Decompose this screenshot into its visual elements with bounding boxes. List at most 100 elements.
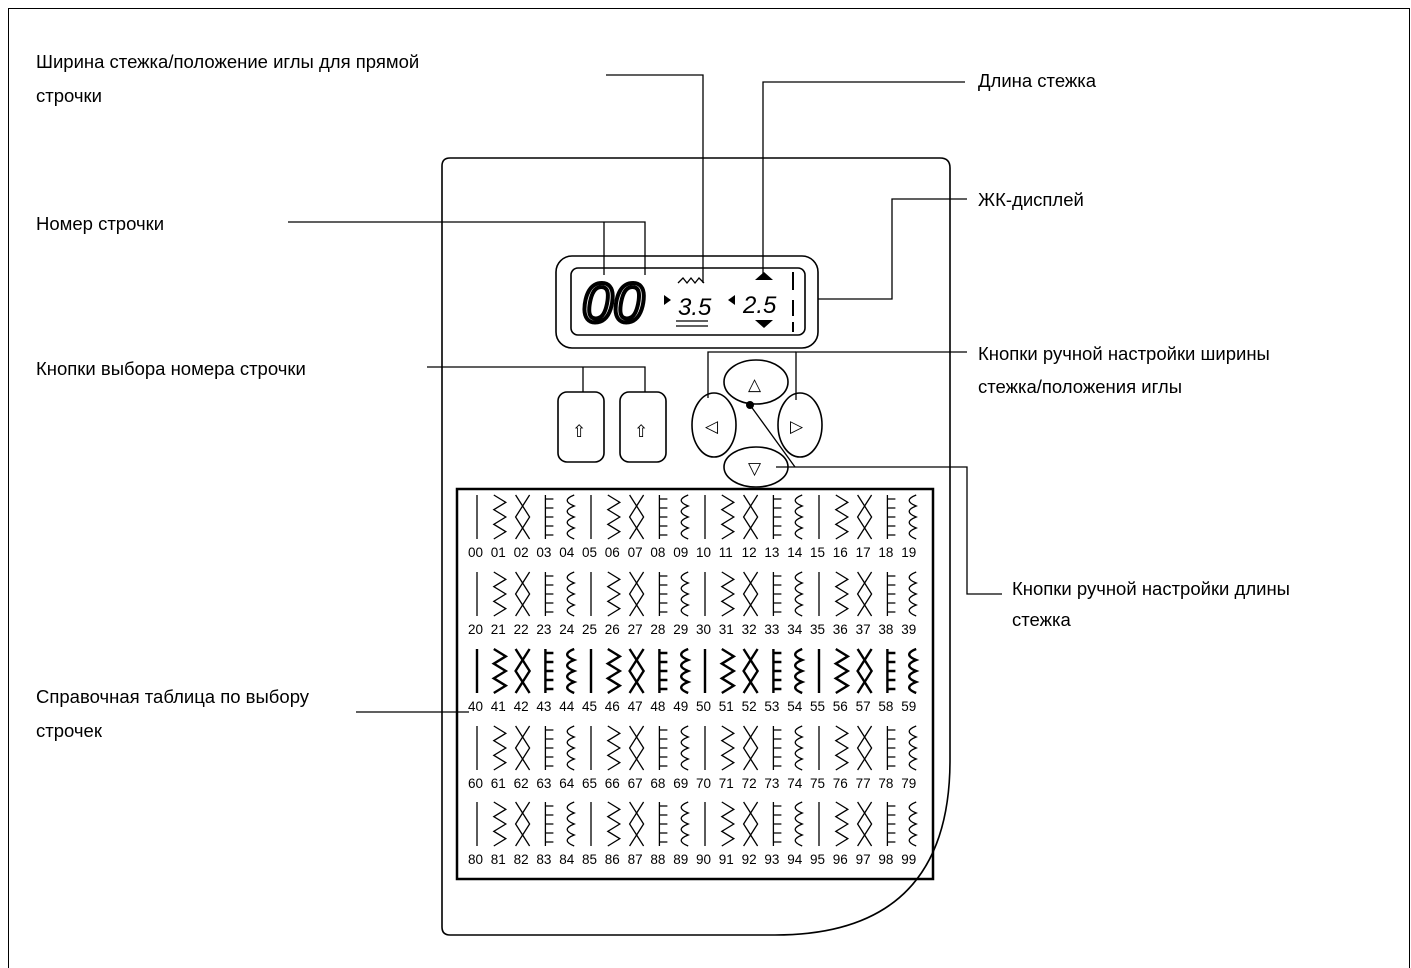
- stitch-pattern-glyph: [680, 801, 690, 847]
- stitch-pattern-glyph: [886, 649, 896, 693]
- stitch-number: 11: [719, 545, 733, 560]
- pattern-select-button-tens: [557, 391, 605, 463]
- label-stitch-width: Ширина стежка/положение иглы для прямой: [36, 51, 420, 72]
- stitch-number: 33: [764, 622, 779, 637]
- stitch-number: 78: [878, 776, 893, 791]
- stitch-number: 10: [696, 545, 711, 560]
- stitch-number: 90: [696, 852, 711, 867]
- stitch-number: 40: [468, 699, 483, 714]
- stitch-number: 15: [810, 545, 825, 560]
- stitch-pattern-glyph: [742, 725, 759, 771]
- label-lcd: ЖК-дисплей: [978, 189, 1084, 210]
- stitch-number: 52: [742, 699, 757, 714]
- stitch-number: 32: [742, 622, 757, 637]
- stitch-number: 02: [514, 545, 529, 560]
- label-pattern-number: Номер строчки: [36, 213, 165, 234]
- stitch-number: 86: [605, 852, 620, 867]
- stitch-number: 67: [628, 776, 643, 791]
- stitch-pattern-glyph: [833, 647, 851, 695]
- stitch-pattern-glyph: [605, 647, 623, 695]
- stitch-pattern-glyph: [606, 494, 622, 540]
- stitch-number: 28: [650, 622, 665, 637]
- up-arrow-icon: ⇧: [634, 422, 648, 441]
- stitch-pattern-glyph: [794, 494, 804, 540]
- stitch-number: 01: [491, 545, 506, 560]
- stitch-pattern-glyph: [742, 571, 759, 617]
- stitch-pattern-glyph: [628, 571, 645, 617]
- stitch-number: 65: [582, 776, 597, 791]
- stitch-number: 29: [673, 622, 688, 637]
- stitch-pattern-glyph: [794, 647, 806, 695]
- width-right-button: [777, 392, 823, 458]
- stitch-pattern-glyph: [794, 801, 804, 847]
- stitch-pattern-glyph: [742, 801, 759, 847]
- stitch-number: 23: [536, 622, 551, 637]
- stitch-number: 45: [582, 699, 597, 714]
- stitch-number: 50: [696, 699, 711, 714]
- lcd-stitch-length: 2.5: [742, 292, 777, 319]
- stitch-pattern-glyph: [492, 801, 508, 847]
- stitch-number: 83: [536, 852, 551, 867]
- stitch-pattern-glyph: [514, 571, 531, 617]
- stitch-pattern-glyph: [719, 647, 737, 695]
- stitch-pattern-glyph: [886, 726, 896, 770]
- stitch-number: 55: [810, 699, 825, 714]
- stitch-number: 87: [628, 852, 643, 867]
- diagram-frame: [8, 8, 1410, 968]
- stitch-number: 80: [468, 852, 483, 867]
- stitch-number: 82: [514, 852, 529, 867]
- stitch-pattern-glyph: [834, 571, 850, 617]
- stitch-pattern-glyph: [772, 649, 782, 693]
- stitch-pattern-glyph: [566, 571, 576, 617]
- stitch-number: 39: [901, 622, 916, 637]
- stitch-pattern-glyph: [720, 571, 736, 617]
- stitch-number: 49: [673, 699, 688, 714]
- stitch-pattern-glyph: [680, 494, 690, 540]
- stitch-number: 75: [810, 776, 825, 791]
- stitch-number: 34: [787, 622, 803, 637]
- stitch-pattern-glyph: [856, 648, 874, 694]
- stitch-pattern-glyph: [628, 648, 646, 694]
- lcd-stitch-width: 3.5: [678, 294, 712, 321]
- stitch-pattern-glyph: [544, 572, 554, 616]
- stitch-number: 76: [833, 776, 848, 791]
- stitch-pattern-glyph: [658, 572, 668, 616]
- stitch-number: 48: [650, 699, 665, 714]
- stitch-number: 71: [719, 776, 734, 791]
- stitch-pattern-glyph: [856, 725, 873, 771]
- callout-lines: [288, 74, 1002, 713]
- stitch-pattern-glyph: [544, 495, 554, 539]
- stitch-pattern-glyph: [742, 648, 760, 694]
- stitch-number: 92: [742, 852, 757, 867]
- stitch-number: 93: [764, 852, 779, 867]
- stitch-number: 96: [833, 852, 848, 867]
- stitch-pattern-glyph: [566, 494, 576, 540]
- stitch-pattern-glyph: [492, 571, 508, 617]
- stitch-number: 61: [491, 776, 506, 791]
- stitch-number: 16: [833, 545, 848, 560]
- width-length-buttons[interactable]: △ ◁ ▷ ▽: [691, 359, 823, 488]
- stitch-number: 77: [856, 776, 871, 791]
- stitch-pattern-glyph: [720, 494, 736, 540]
- stitch-pattern-glyph: [908, 801, 918, 847]
- stitch-number: 38: [878, 622, 893, 637]
- lcd-zigzag-icon: [677, 276, 705, 285]
- label-length-buttons-cont: стежка: [1012, 609, 1071, 630]
- stitch-number: 51: [719, 699, 734, 714]
- stitch-number: 97: [856, 852, 871, 867]
- stitch-number: 43: [536, 699, 551, 714]
- pattern-select-buttons[interactable]: ⇧ ⇧: [557, 391, 667, 463]
- stitch-number: 84: [559, 852, 575, 867]
- stitch-number: 85: [582, 852, 597, 867]
- stitch-pattern-glyph: [772, 726, 782, 770]
- label-length-buttons: Кнопки ручной настройки длины: [1012, 578, 1290, 599]
- stitch-number: 27: [628, 622, 643, 637]
- stitch-pattern-glyph: [886, 572, 896, 616]
- stitch-number: 22: [514, 622, 529, 637]
- stitch-pattern-glyph: [908, 571, 918, 617]
- stitch-number: 00: [468, 545, 483, 560]
- stitch-number: 31: [719, 622, 734, 637]
- stitch-pattern-glyph: [908, 725, 918, 771]
- stitch-number: 56: [833, 699, 848, 714]
- stitch-pattern-glyph: [628, 725, 645, 771]
